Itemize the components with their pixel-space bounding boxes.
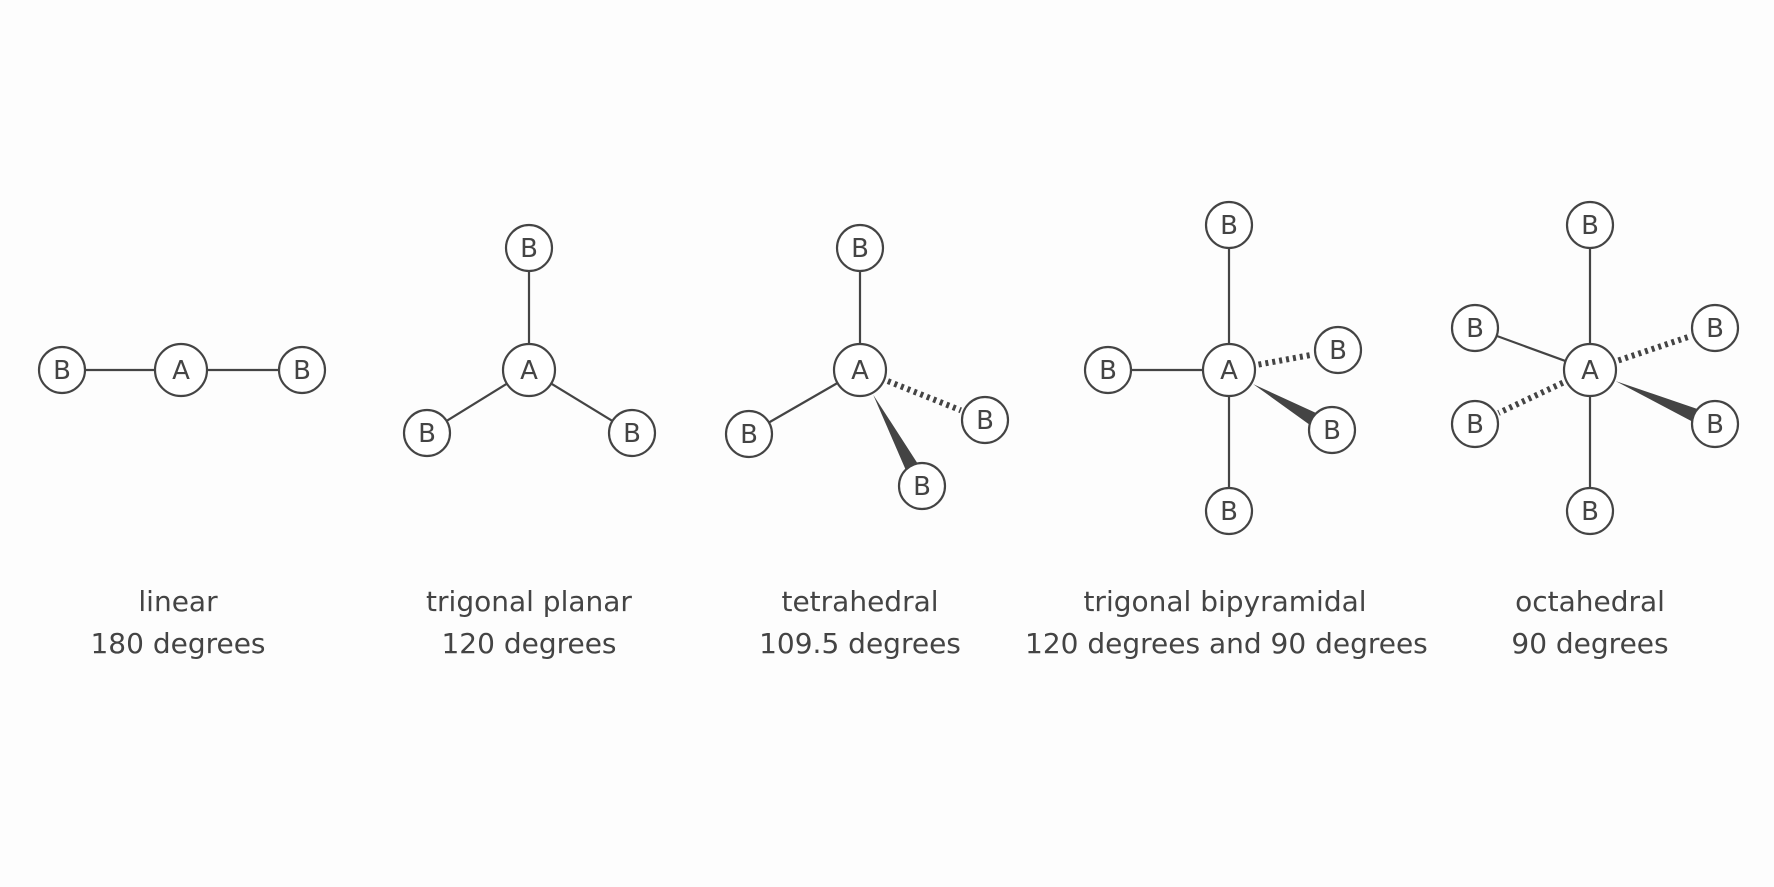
single-bond (550, 382, 613, 422)
hashed-bond (1257, 351, 1313, 368)
outer-atom-b-label: B (1706, 314, 1724, 344)
central-atom-a-label: A (1581, 356, 1599, 386)
caption-linear: linear 180 degrees (0, 581, 378, 665)
outer-atom-b-label: B (1581, 497, 1599, 527)
molecule-trigonal-bipyramidal: B B B B B A (1083, 200, 1363, 536)
bond-angle: 109.5 degrees (759, 627, 961, 660)
central-atom-a-label: A (172, 356, 190, 386)
outer-atom-b: B (504, 223, 554, 273)
bond-angle: 90 degrees (1511, 627, 1669, 660)
caption-trigonal-planar: trigonal planar 120 degrees (329, 581, 729, 665)
hashed-bond (1617, 333, 1692, 364)
outer-atom-b: B (1204, 200, 1254, 250)
outer-atom-b: B (1565, 200, 1615, 250)
outer-atom-b-label: B (1099, 356, 1117, 386)
outer-atom-b-label: B (1329, 336, 1347, 366)
wedge-bond (873, 394, 920, 473)
caption-trigonal-bipyramidal: trigonal bipyramidal 120 degrees and 90 … (1025, 581, 1428, 665)
outer-atom-b: B (724, 409, 774, 459)
bonds (1496, 248, 1701, 488)
outer-atom-b-label: B (1581, 211, 1599, 241)
outer-atom-b: B (1690, 399, 1740, 449)
caption-tetrahedral: tetrahedral 109.5 degrees (660, 581, 1060, 665)
geometry-name: octahedral (1515, 585, 1665, 618)
outer-atom-b-label: B (740, 420, 758, 450)
bonds (1131, 248, 1320, 488)
outer-atom-b-label: B (1323, 416, 1341, 446)
outer-atom-b-label: B (851, 234, 869, 264)
central-atom-a: A (501, 342, 557, 398)
central-atom-a: A (1562, 342, 1618, 398)
wedge-bond (1615, 381, 1701, 423)
hashed-bond (1497, 380, 1565, 416)
atoms: B B B B A (724, 223, 1010, 511)
outer-atom-b: B (1690, 303, 1740, 353)
outer-atom-b: B (402, 408, 452, 458)
outer-atom-b-label: B (913, 472, 931, 502)
central-atom-a-label: A (1220, 356, 1238, 386)
central-atom-a: A (153, 342, 209, 398)
molecule-tetrahedral: B B B B A (724, 223, 1010, 511)
outer-atom-b: B (960, 395, 1010, 445)
geometry-name: linear (138, 585, 218, 618)
atoms: B B B B B B A (1450, 200, 1740, 536)
outer-atom-b: B (1565, 486, 1615, 536)
single-bond (445, 382, 508, 422)
outer-atom-b: B (1313, 325, 1363, 375)
molecule-octahedral: B B B B B B A (1450, 200, 1740, 536)
outer-atom-b-label: B (1466, 410, 1484, 440)
bond-angle: 120 degrees and 90 degrees (1025, 627, 1428, 660)
outer-atom-b-label: B (623, 419, 641, 449)
bonds (445, 271, 613, 422)
outer-atom-b-label: B (1220, 497, 1238, 527)
atoms: B B B A (402, 223, 657, 458)
single-bond (768, 382, 839, 424)
geometry-name: trigonal planar (426, 585, 632, 618)
central-atom-a-label: A (851, 356, 869, 386)
atoms: B B B B B A (1083, 200, 1363, 536)
central-atom-a: A (1201, 342, 1257, 398)
outer-atom-b: B (37, 345, 87, 395)
central-atom-a: A (832, 342, 888, 398)
outer-atom-b-label: B (293, 356, 311, 386)
outer-atom-b-label: B (1220, 211, 1238, 241)
outer-atom-b: B (1204, 486, 1254, 536)
single-bond (1496, 334, 1566, 363)
bond-angle: 120 degrees (441, 627, 617, 660)
outer-atom-b-label: B (976, 406, 994, 436)
outer-atom-b: B (277, 345, 327, 395)
outer-atom-b: B (897, 461, 947, 511)
outer-atom-b: B (1083, 345, 1133, 395)
caption-octahedral: octahedral 90 degrees (1390, 581, 1774, 665)
bonds (768, 271, 962, 473)
wedge-bond (1253, 384, 1320, 427)
central-atom-a-label: A (520, 356, 538, 386)
outer-atom-b-label: B (1706, 410, 1724, 440)
outer-atom-b: B (835, 223, 885, 273)
outer-atom-b-label: B (1466, 314, 1484, 344)
outer-atom-b: B (1450, 399, 1500, 449)
bond-angle: 180 degrees (90, 627, 266, 660)
outer-atom-b: B (607, 408, 657, 458)
geometry-name: tetrahedral (781, 585, 939, 618)
outer-atom-b-label: B (520, 234, 538, 264)
outer-atom-b-label: B (418, 419, 436, 449)
outer-atom-b: B (1307, 405, 1357, 455)
hashed-bond (886, 378, 962, 414)
geometry-name: trigonal bipyramidal (1083, 585, 1367, 618)
outer-atom-b: B (1450, 303, 1500, 353)
molecule-trigonal-planar: B B B A (402, 223, 657, 458)
outer-atom-b-label: B (53, 356, 71, 386)
